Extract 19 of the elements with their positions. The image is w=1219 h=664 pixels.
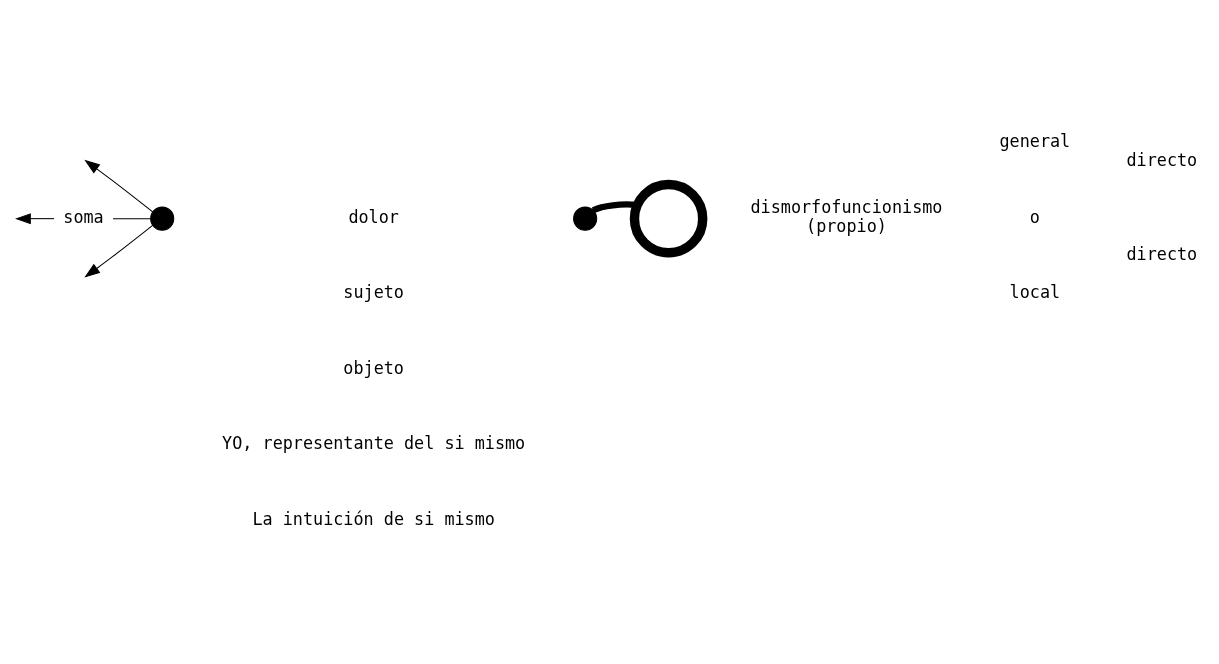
connector xyxy=(112,218,152,220)
label: objeto xyxy=(343,357,404,378)
label: YO, representante del si mismo xyxy=(222,433,526,454)
node-text: dismorfofuncionismo (propio) xyxy=(750,197,943,237)
label: sujeto xyxy=(343,282,404,303)
arrow xyxy=(84,224,154,278)
label: local xyxy=(1009,282,1061,303)
label: La intuición de si mismo xyxy=(252,508,495,529)
node-circle xyxy=(150,206,175,231)
node-text: soma xyxy=(63,206,104,227)
label: directo xyxy=(1126,244,1198,265)
label: directo xyxy=(1126,149,1198,170)
label: o xyxy=(1029,206,1040,227)
node-circle xyxy=(573,206,598,231)
node-crescent xyxy=(629,179,708,258)
node-text: dolor xyxy=(348,206,399,227)
arrow xyxy=(15,213,55,225)
arrow xyxy=(84,159,154,213)
label: general xyxy=(999,131,1071,152)
